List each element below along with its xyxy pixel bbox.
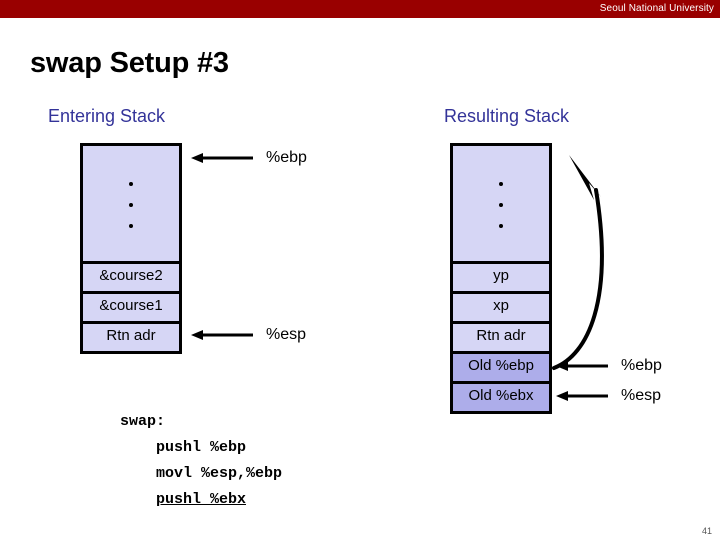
- entering-stack-diagram: &course2 &course1 Rtn adr: [80, 143, 182, 354]
- code-line: movl %esp,%ebp: [156, 465, 283, 482]
- page-title: swap Setup #3: [30, 47, 229, 79]
- pointer-label: %ebp: [266, 149, 307, 166]
- stack-cell-ellipsis: [453, 146, 549, 261]
- assembly-code-block: swap: pushl %ebp movl %esp,%ebp pushl %e…: [120, 409, 282, 513]
- left-arrow-icon: [556, 391, 608, 401]
- ellipsis-dot-icon: [129, 224, 133, 228]
- left-arrow-icon: [191, 330, 253, 340]
- stack-cell: xp: [453, 291, 549, 321]
- pointer-label: %esp: [266, 326, 307, 343]
- stack-cell: yp: [453, 261, 549, 291]
- ellipsis-dot-icon: [499, 203, 503, 207]
- left-arrow-icon: [556, 361, 608, 371]
- stack-cell-old-ebx: Old %ebx: [453, 381, 549, 411]
- stack-cell: Rtn adr: [83, 321, 179, 351]
- stack-cell: &course1: [83, 291, 179, 321]
- university-label: Seoul National University: [599, 3, 714, 14]
- resulting-stack-caption: Resulting Stack: [444, 106, 570, 126]
- header-bar: Seoul National University: [0, 0, 720, 18]
- ellipsis-dot-icon: [499, 224, 503, 228]
- ellipsis-dot-icon: [129, 182, 133, 186]
- pointer-ebp-entering: %ebp: [191, 148, 307, 168]
- entering-stack-caption: Entering Stack: [48, 106, 166, 126]
- pointer-esp-resulting: %esp: [556, 386, 661, 406]
- pointer-ebp-resulting: %ebp: [556, 356, 662, 376]
- stack-cell: &course2: [83, 261, 179, 291]
- code-line: pushl %ebp: [156, 439, 247, 456]
- stack-cell-old-ebp: Old %ebp: [453, 351, 549, 381]
- code-line-highlighted: pushl %ebx: [156, 491, 247, 508]
- left-arrow-icon: [191, 153, 253, 163]
- pointer-label: %esp: [621, 387, 662, 404]
- code-line: swap:: [120, 413, 166, 430]
- ellipsis-dot-icon: [129, 203, 133, 207]
- pointer-esp-entering: %esp: [191, 325, 306, 345]
- ellipsis-dot-icon: [499, 182, 503, 186]
- page-number: 41: [701, 526, 712, 536]
- saved-frame-pointer-curve-arrow: [552, 155, 604, 370]
- stack-cell-ellipsis: [83, 146, 179, 261]
- stack-cell: Rtn adr: [453, 321, 549, 351]
- pointer-label: %ebp: [621, 357, 662, 374]
- resulting-stack-diagram: yp xp Rtn adr Old %ebp Old %ebx: [450, 143, 552, 414]
